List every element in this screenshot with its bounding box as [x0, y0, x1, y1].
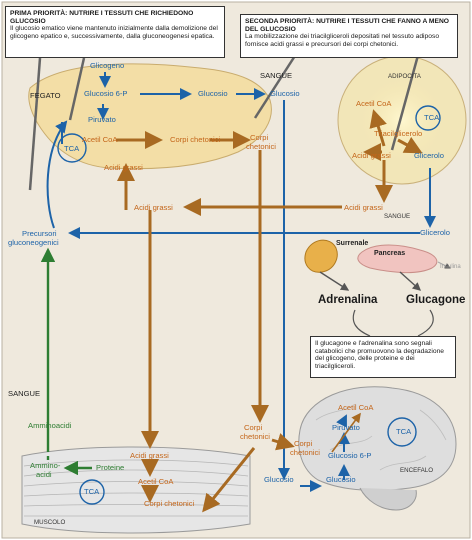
blood-glycerol: Glicerolo — [420, 228, 450, 237]
blood-ketone-low-line2: chetonici — [240, 432, 270, 441]
muscle-amino-line1: Ammino- — [30, 461, 61, 470]
adipocyte-fatty-acids: Acidi grassi — [352, 151, 391, 160]
adipocyte-glycerol: Glicerolo — [414, 151, 444, 160]
blood-right-label: SANGUE — [384, 213, 411, 220]
brain-acetylcoa: Acetil CoA — [338, 403, 374, 412]
adipocyte-glow — [358, 76, 446, 164]
brain-glucose: Glucosio — [326, 475, 356, 484]
muscle-glucose: Glucosio — [264, 475, 294, 484]
adipocyte-label: ADIPOCITA — [388, 73, 421, 80]
liver-acetylcoa: Acetil CoA — [82, 135, 118, 144]
callout1-pointer-b — [68, 57, 86, 121]
brain-ketone-line1: Corpi — [294, 439, 313, 448]
brain-ketone-line2: chetonici — [290, 448, 320, 457]
liver-ketone-bodies: Corpi chetonici — [170, 135, 221, 144]
muscle-amino-line2: acidi — [36, 470, 52, 479]
muscle-fibers — [23, 459, 249, 517]
glucagon-label: Glucagone — [406, 294, 466, 306]
lipid-pathways — [116, 109, 423, 513]
brain-ketone-arrow — [331, 412, 361, 453]
blood-top-label: SANGUE — [260, 71, 293, 80]
brain-glucose6p: Glucosio 6-P — [328, 451, 372, 460]
brain-folds — [315, 403, 447, 471]
liver-shape — [28, 63, 272, 170]
brain-shape — [298, 386, 457, 491]
second-priority-title: SECONDA PRIORITÀ: NUTRIRE I TESSUTI CHE … — [245, 18, 449, 33]
muscle-label: MUSCOLO — [34, 519, 66, 526]
callout1-pointer-a — [28, 57, 42, 191]
insulin-label: Insulina — [440, 264, 461, 270]
muscle-ketone-bodies: Corpi chetonici — [144, 499, 195, 508]
liver-pyruvate: Piruvato — [88, 115, 116, 124]
liver-glycogen: Glicogeno — [90, 61, 125, 70]
blood-fatty-acids-right: Acidi grassi — [344, 203, 383, 212]
callout2-pointer-a — [253, 47, 302, 119]
pancreas-to-glucagon-arrow — [399, 271, 422, 291]
adrenal-gland-shape — [304, 239, 338, 273]
adipocyte-triacylglycerols: Triacilglicerolo — [374, 129, 423, 138]
muscle-tca: TCA — [84, 487, 100, 496]
pancreas-shape — [357, 244, 438, 274]
liver-glucose6p: Glucosio 6-P — [84, 89, 128, 98]
cerebellum-shape — [359, 487, 417, 511]
muscle-proteins: Proteine — [96, 463, 125, 472]
tca-cycles — [57, 105, 441, 505]
blood-aminoacids: Amminoacidi — [28, 421, 72, 430]
glucagon-to-callout-line — [417, 309, 434, 337]
liver-fatty-acids: Acidi grassi — [104, 163, 143, 172]
blood-glucose-right: Glucosio — [270, 89, 300, 98]
first-priority-callout: PRIMA PRIORITÀ: NUTRIRE I TESSUTI CHE RI… — [5, 6, 225, 58]
amino-pathways — [40, 247, 92, 476]
liver-tca: TCA — [64, 144, 80, 153]
adrenaline-to-callout-line — [352, 309, 371, 337]
brain-tca: TCA — [396, 427, 412, 436]
precursors-line2: gluconeogenici — [8, 238, 59, 247]
precursors-line1: Precursori — [22, 229, 57, 238]
glucose-pathways — [46, 72, 436, 492]
callout2-pointer-b — [390, 47, 422, 151]
hormones-callout: Il glucagone e l'adrenalina sono segnali… — [310, 336, 456, 378]
insulin-arrow — [437, 261, 451, 269]
adrenaline-label: Adrenalina — [318, 294, 378, 306]
brain-pyruvate: Piruvato — [332, 423, 360, 432]
second-priority-callout: SECONDA PRIORITÀ: NUTRIRE I TESSUTI CHE … — [240, 14, 458, 58]
blood-left-label: SANGUE — [8, 389, 41, 398]
hormones-body: Il glucagone e l'adrenalina sono segnali… — [315, 340, 445, 370]
adipocyte-tca: TCA — [424, 113, 440, 122]
first-priority-title: PRIMA PRIORITÀ: NUTRIRE I TESSUTI CHE RI… — [10, 10, 194, 25]
adrenal-to-adrenaline-arrow — [319, 271, 350, 291]
muscle-fatty-acids: Acidi grassi — [130, 451, 169, 460]
adipocyte-acetylcoa: Acetil CoA — [356, 99, 392, 108]
brain-label: ENCEFALO — [400, 467, 434, 474]
blood-fatty-acids-mid: Acidi grassi — [134, 203, 173, 212]
liver-label: FEGATO — [30, 91, 61, 100]
adrenal-label: Surrenale — [336, 240, 369, 247]
muscle-acetylcoa: Acetil CoA — [138, 477, 174, 486]
pancreas-label: Pancreas — [374, 250, 406, 257]
blood-ketone-line1: Corpi — [250, 133, 269, 142]
first-priority-body: Il glucosio ematico viene mantenuto iniz… — [10, 25, 218, 40]
second-priority-body: La mobilizzazione dei triacilgliceroli d… — [245, 33, 440, 48]
blood-ketone-line2: chetonici — [246, 142, 276, 151]
blood-glucose-mid: Glucosio — [198, 89, 228, 98]
blood-ketone-low-line1: Corpi — [244, 423, 263, 432]
